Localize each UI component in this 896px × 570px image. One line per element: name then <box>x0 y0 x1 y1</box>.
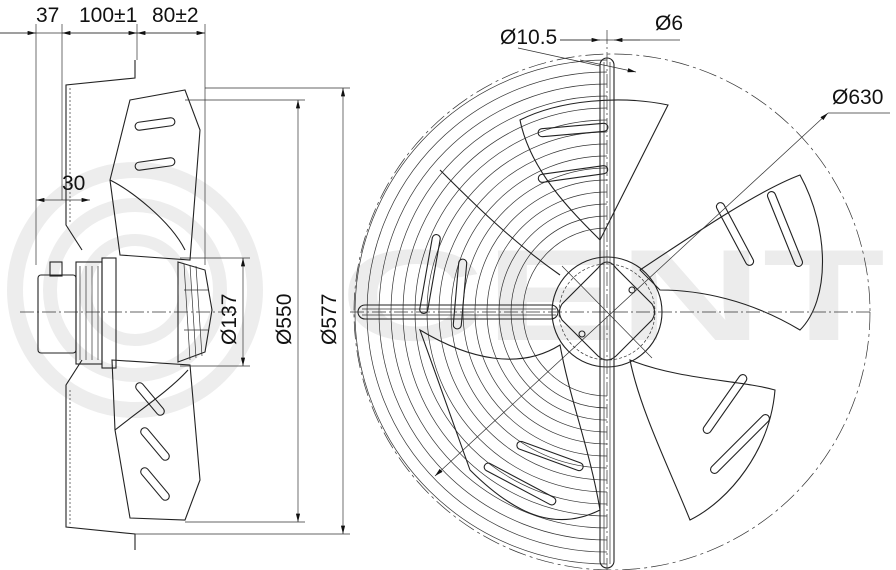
watermark-logo: CENT <box>7 162 885 418</box>
dim-630-label: Ø630 <box>832 86 883 109</box>
side-view: 37 100±1 80±2 30 Ø137 Ø550 Ø577 <box>0 4 350 550</box>
front-view: Ø10.5 Ø6 Ø630 <box>350 12 890 570</box>
dim-10-5-label: Ø10.5 <box>500 26 557 49</box>
dim-137-label: Ø137 <box>218 294 241 345</box>
dim-6-label: Ø6 <box>655 12 683 35</box>
dim-550-label: Ø550 <box>273 294 296 345</box>
dim-577-label: Ø577 <box>318 294 341 345</box>
dim-80-label: 80±2 <box>152 4 199 27</box>
dim-37-label: 37 <box>36 4 59 27</box>
dim-100-label: 100±1 <box>79 4 137 27</box>
dim-30-label: 30 <box>62 172 85 195</box>
